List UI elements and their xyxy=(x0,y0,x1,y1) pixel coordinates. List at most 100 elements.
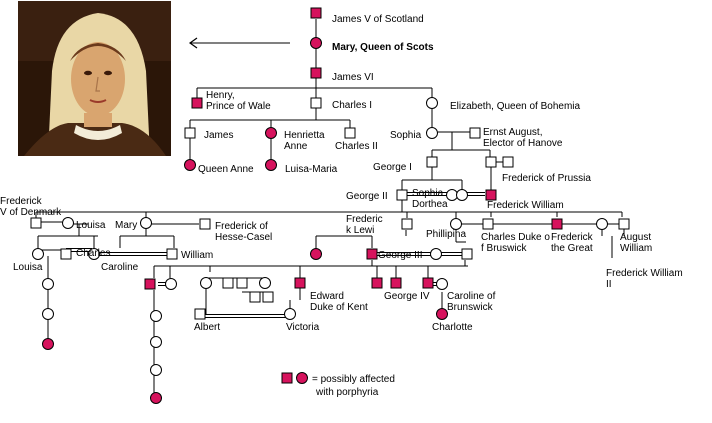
node-ernst xyxy=(469,127,481,139)
node-august_william xyxy=(618,218,630,230)
label-albert: Albert xyxy=(194,322,220,333)
node-louisa xyxy=(62,217,74,229)
node-mary2 xyxy=(140,217,152,229)
node-fred_prussia xyxy=(502,156,514,168)
label-james6: James VI xyxy=(332,72,374,83)
label-caroline: Caroline xyxy=(101,262,139,273)
label-henry: Henry,Prince of Wale xyxy=(206,90,271,112)
label-charles1: Charles I xyxy=(332,100,372,111)
node-small3 xyxy=(236,277,248,289)
node-august_william_c xyxy=(596,218,608,230)
left-arrow-icon xyxy=(188,37,198,49)
node-caroline_child2 xyxy=(150,310,162,322)
node-fred_william xyxy=(485,189,497,201)
node-george3_child1 xyxy=(371,277,383,289)
node-phillipina xyxy=(450,218,462,230)
node-small6 xyxy=(262,291,274,303)
node-mary xyxy=(310,37,322,49)
node-fred_lewis_child xyxy=(310,248,322,260)
label-charles2: Charles II xyxy=(335,141,378,152)
node-charles1 xyxy=(310,97,322,109)
label-louisa2: Louisa xyxy=(13,262,43,273)
node-phillipina_child xyxy=(430,248,442,260)
node-james5 xyxy=(310,7,322,19)
node-elizabeth xyxy=(426,97,438,109)
node-charlotte xyxy=(436,308,448,320)
node-luisa_maria xyxy=(265,159,277,171)
label-george3: George III xyxy=(378,250,422,261)
node-small1 xyxy=(200,277,212,289)
node-sophia_dorthea xyxy=(446,189,458,201)
label-sophia: Sophia xyxy=(390,130,422,141)
node-william xyxy=(166,248,178,260)
label-mary2: Mary xyxy=(115,220,137,231)
node-louisa2_child2 xyxy=(42,308,54,320)
node-george3_child2 xyxy=(422,277,434,289)
node-louisa2_child3 xyxy=(42,338,54,350)
node-legend_circle xyxy=(296,372,308,384)
node-small2 xyxy=(222,277,234,289)
label-james5: James V of Scotland xyxy=(332,14,424,25)
portrait-image xyxy=(18,1,171,156)
label-louisa: Louisa xyxy=(76,220,106,231)
label-fred_prussia: Frederick of Prussia xyxy=(502,173,591,184)
node-george4 xyxy=(390,277,402,289)
node-fred_lewis xyxy=(401,218,413,230)
node-fred_great xyxy=(551,218,563,230)
label-victoria: Victoria xyxy=(286,322,320,333)
node-caroline_child5 xyxy=(150,392,162,404)
node-james6 xyxy=(310,67,322,79)
node-henry xyxy=(191,97,203,109)
node-george1 xyxy=(426,156,438,168)
label-william: William xyxy=(181,250,213,261)
node-small4 xyxy=(259,277,271,289)
label-george1: George I xyxy=(373,162,412,173)
label-phillipina: Phillipina xyxy=(426,229,466,240)
label-james: James xyxy=(204,130,233,141)
node-small5 xyxy=(249,291,261,303)
node-charles2 xyxy=(344,127,356,139)
node-caroline_child xyxy=(144,278,156,290)
node-caroline xyxy=(88,248,100,260)
label-ernst: Ernst August,Elector of Hanove xyxy=(483,127,563,149)
node-george2 xyxy=(396,189,408,201)
node-queen_anne xyxy=(184,159,196,171)
node-louisa2 xyxy=(32,248,44,260)
node-caroline_child4 xyxy=(150,364,162,376)
node-henrietta xyxy=(265,127,277,139)
node-fred_prussia_r xyxy=(485,156,497,168)
node-fred5 xyxy=(30,217,42,229)
node-george3 xyxy=(366,248,378,260)
node-sophia xyxy=(426,127,438,139)
node-albert xyxy=(194,308,206,320)
label-queen_anne: Queen Anne xyxy=(198,164,254,175)
node-edward xyxy=(294,277,306,289)
node-fred_hesse xyxy=(199,218,211,230)
node-phillipina_child_2 xyxy=(461,248,473,260)
label-george4: George IV xyxy=(384,291,430,302)
node-sophia_dorthea_2 xyxy=(456,189,468,201)
node-legend_square xyxy=(281,372,293,384)
label-charles_d: Charles xyxy=(76,248,110,259)
label-luisa_maria: Luisa-Maria xyxy=(285,164,338,175)
node-victoria xyxy=(284,308,296,320)
node-caroline_child_2 xyxy=(165,278,177,290)
label-mary: Mary, Queen of Scots xyxy=(332,42,434,53)
node-charles_bruswick xyxy=(482,218,494,230)
label-fred_william: Frederick William xyxy=(487,200,564,211)
node-charles_d xyxy=(60,248,72,260)
node-louisa2_child1 xyxy=(42,278,54,290)
node-caroline_child3 xyxy=(150,336,162,348)
